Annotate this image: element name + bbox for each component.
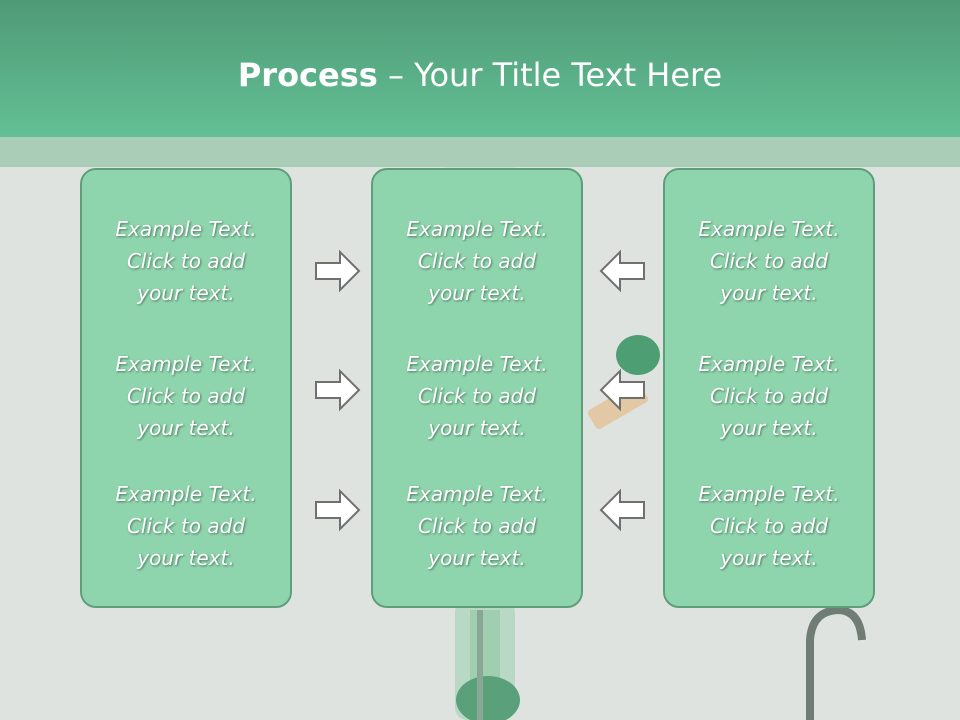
text-line: Example Text. <box>406 482 548 506</box>
text-line: Example Text. <box>115 482 257 506</box>
text-line: your text. <box>720 416 818 440</box>
title-bar <box>0 0 960 137</box>
process-box-middle[interactable]: Example Text. Click to add your text. Ex… <box>371 168 583 608</box>
left-arrow-icon <box>599 488 645 532</box>
left-arrow-icon <box>599 249 645 293</box>
text-line: Example Text. <box>698 352 840 376</box>
text-line: Example Text. <box>698 217 840 241</box>
text-line: Example Text. <box>406 352 548 376</box>
text-line: Click to add <box>126 384 246 408</box>
text-line: your text. <box>720 546 818 570</box>
text-line: Example Text. <box>115 217 257 241</box>
process-box-left[interactable]: Example Text. Click to add your text. Ex… <box>80 168 292 608</box>
text-block[interactable]: Example Text. Click to add your text. <box>665 348 873 444</box>
slide-title-bold: Process <box>237 56 378 94</box>
text-line: your text. <box>428 281 526 305</box>
slide-title[interactable]: Process – Your Title Text Here <box>0 55 960 95</box>
text-line: Click to add <box>417 384 537 408</box>
text-block[interactable]: Example Text. Click to add your text. <box>82 478 290 574</box>
text-block[interactable]: Example Text. Click to add your text. <box>373 348 581 444</box>
text-block[interactable]: Example Text. Click to add your text. <box>665 213 873 309</box>
text-line: Click to add <box>126 514 246 538</box>
text-block[interactable]: Example Text. Click to add your text. <box>373 478 581 574</box>
text-line: Click to add <box>709 384 829 408</box>
title-strip <box>0 137 960 167</box>
process-box-right[interactable]: Example Text. Click to add your text. Ex… <box>663 168 875 608</box>
text-block[interactable]: Example Text. Click to add your text. <box>82 213 290 309</box>
right-arrow-icon <box>315 249 361 293</box>
text-line: your text. <box>137 546 235 570</box>
right-arrow-icon <box>315 368 361 412</box>
text-line: Click to add <box>709 249 829 273</box>
slide-title-rest: – Your Title Text Here <box>377 56 723 94</box>
text-line: Example Text. <box>115 352 257 376</box>
left-arrow-icon <box>599 368 645 412</box>
text-line: your text. <box>720 281 818 305</box>
text-block[interactable]: Example Text. Click to add your text. <box>665 478 873 574</box>
text-line: Click to add <box>417 249 537 273</box>
text-line: Example Text. <box>406 217 548 241</box>
text-block[interactable]: Example Text. Click to add your text. <box>373 213 581 309</box>
text-line: Click to add <box>417 514 537 538</box>
text-block[interactable]: Example Text. Click to add your text. <box>82 348 290 444</box>
text-line: Example Text. <box>698 482 840 506</box>
text-line: Click to add <box>709 514 829 538</box>
text-line: your text. <box>137 281 235 305</box>
text-line: your text. <box>428 416 526 440</box>
right-arrow-icon <box>315 488 361 532</box>
text-line: your text. <box>428 546 526 570</box>
text-line: your text. <box>137 416 235 440</box>
text-line: Click to add <box>126 249 246 273</box>
